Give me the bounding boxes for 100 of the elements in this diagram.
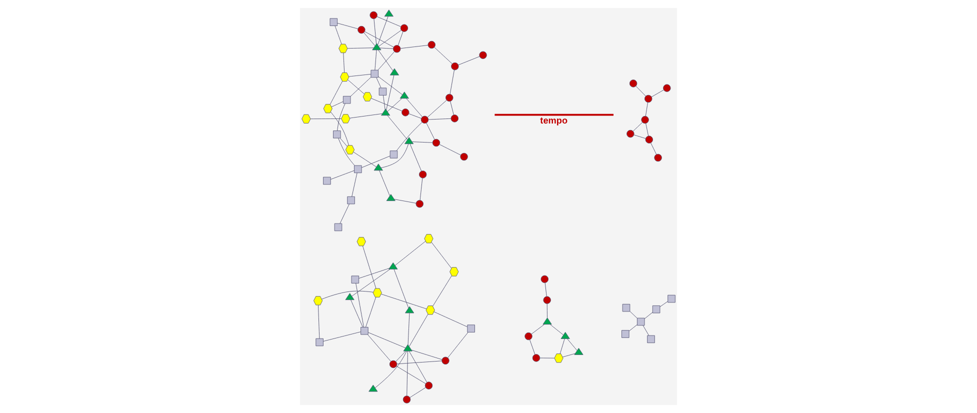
connector <box>448 332 468 358</box>
connector <box>411 350 442 360</box>
connector <box>400 44 428 49</box>
node-box <box>333 130 341 138</box>
connector <box>370 98 402 112</box>
connector <box>348 74 372 77</box>
node-circle <box>370 11 378 20</box>
connector <box>356 283 364 328</box>
connector <box>380 294 427 310</box>
connector <box>387 98 402 112</box>
node-circle <box>644 94 652 103</box>
connector <box>642 325 650 336</box>
connector <box>340 204 350 224</box>
connector <box>406 350 408 396</box>
node-hexagon <box>345 145 355 154</box>
connector <box>408 350 428 382</box>
connector <box>628 324 638 332</box>
connector <box>352 268 390 296</box>
node-hexagon <box>340 72 350 82</box>
node-box <box>323 176 331 185</box>
connector <box>378 76 403 95</box>
connector <box>321 290 374 300</box>
node-circle <box>479 51 487 59</box>
node-triangle <box>384 10 394 17</box>
connector <box>366 296 376 328</box>
node-hexagon <box>338 44 348 54</box>
connector <box>396 366 426 384</box>
node-circle <box>402 108 410 116</box>
connector <box>353 152 377 168</box>
connector <box>338 138 355 166</box>
node-triangle <box>372 43 382 50</box>
connector <box>409 314 428 347</box>
connector <box>394 198 416 204</box>
node-box <box>647 335 655 344</box>
connector <box>364 32 376 46</box>
node-circle <box>524 332 532 340</box>
node-circle <box>645 136 654 144</box>
node-circle <box>532 354 540 362</box>
node-hexagon <box>554 354 564 363</box>
node-box <box>467 324 475 332</box>
connector <box>394 269 409 308</box>
node-box <box>370 70 378 78</box>
node-hexagon <box>424 234 434 244</box>
connector <box>396 122 422 151</box>
node-circle <box>432 138 440 147</box>
node-circle <box>450 114 459 122</box>
node-box <box>351 276 360 284</box>
node-triangle <box>374 164 383 171</box>
connector <box>310 118 342 120</box>
node-hexagon <box>341 114 350 124</box>
node-circle <box>543 296 551 304</box>
node-box <box>636 318 645 326</box>
node-circle <box>400 24 408 32</box>
connector <box>632 122 643 132</box>
node-triangle <box>388 262 398 270</box>
connector <box>348 80 364 94</box>
node-hexagon <box>362 92 372 102</box>
node-circle <box>641 116 649 124</box>
node-triangle <box>404 137 414 144</box>
node-circle <box>540 275 549 284</box>
connector <box>334 26 342 44</box>
connector <box>343 52 345 73</box>
connector <box>566 338 578 351</box>
connector <box>376 77 382 88</box>
connector <box>530 340 536 355</box>
connector <box>412 142 433 143</box>
connector <box>352 172 358 197</box>
connector <box>379 170 390 196</box>
connector <box>428 118 452 120</box>
connector <box>546 304 548 318</box>
connector <box>330 81 343 104</box>
connector <box>406 98 422 118</box>
connector <box>434 47 452 64</box>
node-hexagon <box>302 114 311 124</box>
node-triangle <box>345 293 354 300</box>
connector <box>337 103 346 131</box>
node-box <box>360 326 368 335</box>
connector <box>398 31 404 46</box>
label: tempo <box>540 115 568 126</box>
connector <box>340 138 348 147</box>
connector <box>394 240 426 266</box>
connector <box>374 18 377 44</box>
connector <box>408 114 422 119</box>
connector <box>330 170 354 180</box>
node-circle <box>424 382 433 390</box>
node-circle <box>358 26 366 34</box>
connector <box>426 122 435 140</box>
connector <box>544 282 547 297</box>
node-triangle <box>542 318 552 325</box>
node-box <box>390 150 398 158</box>
connector <box>380 144 409 168</box>
connector <box>376 16 401 27</box>
connector <box>660 301 668 308</box>
node-triangle <box>400 92 409 99</box>
connector <box>458 56 480 66</box>
connector <box>368 334 392 362</box>
node-hexagon <box>426 306 435 315</box>
connector <box>410 387 426 398</box>
connector <box>378 30 402 47</box>
connector <box>368 332 406 348</box>
